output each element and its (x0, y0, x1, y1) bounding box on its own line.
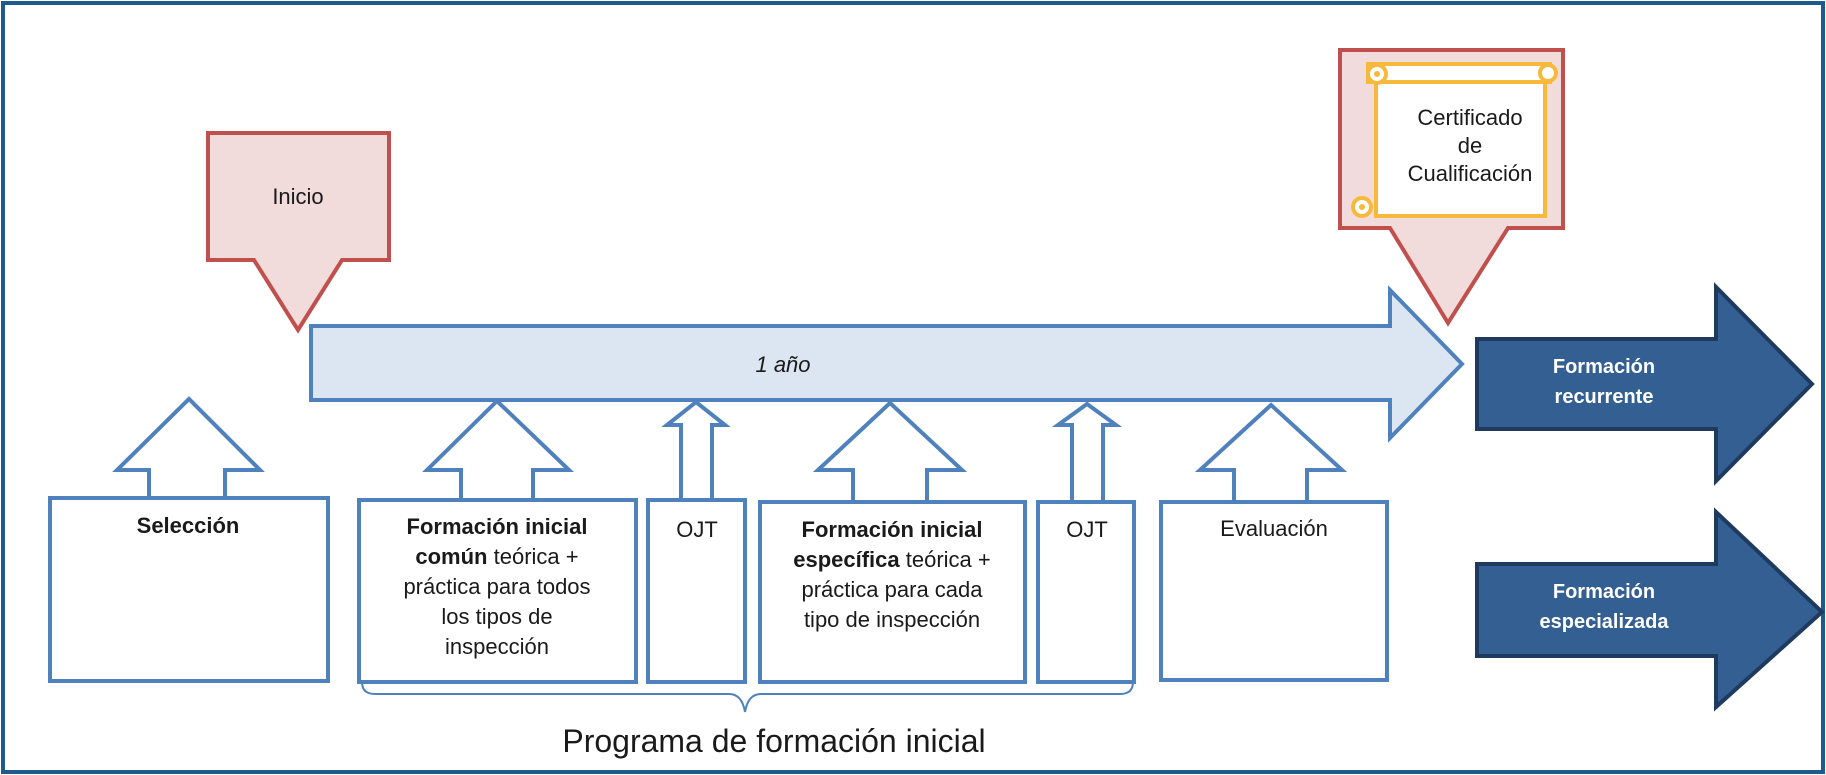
inicio-label: Inicio (272, 184, 323, 209)
seleccion-up-arrow (112, 396, 265, 500)
timeline-arrow (309, 285, 1465, 443)
evaluacion-up-arrow (1194, 402, 1348, 500)
ojt-1-box (646, 498, 747, 684)
programa-bracket (361, 681, 1134, 713)
certificado-line-2: de (1458, 133, 1482, 158)
inicio-down-arrow (206, 131, 391, 334)
certificado-line-1: Certificado (1417, 105, 1522, 130)
ojt-1-up-arrow (661, 399, 731, 500)
formacion-comun-box (357, 498, 638, 684)
formacion-especializada-arrow (1475, 507, 1825, 712)
formacion-comun-line-2: común teórica + (415, 544, 578, 569)
ojt-2-box (1036, 500, 1136, 684)
seleccion-box (48, 496, 330, 683)
ojt-2-label: OJT (1066, 517, 1108, 542)
seleccion-label: Selección (137, 513, 240, 538)
evaluacion-label: Evaluación (1220, 516, 1328, 541)
formacion-comun-line-5: inspección (445, 634, 549, 659)
formacion-especifica-up-arrow (812, 400, 968, 500)
formacion-especializada-line-2: especializada (1540, 611, 1670, 633)
formacion-comun-up-arrow (422, 398, 574, 500)
ojt-1-label: OJT (676, 517, 718, 542)
formacion-comun-line-3: práctica para todos (403, 574, 590, 599)
formacion-especifica-box (758, 500, 1027, 684)
formacion-recurrente-arrow (1475, 282, 1815, 486)
evaluacion-box (1159, 500, 1389, 682)
timeline-label: 1 año (755, 352, 810, 377)
formacion-especializada-line-1: Formación (1553, 581, 1655, 603)
formacion-recurrente-line-1: Formación (1553, 356, 1655, 378)
certificate-scroll-icon (1351, 62, 1558, 218)
formacion-especifica-line-1: Formación inicial (802, 517, 983, 542)
formacion-especifica-line-4: tipo de inspección (804, 607, 980, 632)
formacion-especifica-line-2: específica teórica + (793, 547, 991, 572)
formacion-especifica-line-3: práctica para cada (802, 577, 984, 602)
ojt-2-up-arrow (1051, 401, 1123, 500)
formacion-recurrente-line-2: recurrente (1555, 386, 1654, 408)
certificado-line-3: Cualificación (1408, 161, 1533, 186)
formacion-comun-line-4: los tipos de (441, 604, 552, 629)
programa-label: Programa de formación inicial (562, 723, 985, 759)
formacion-comun-line-1: Formación inicial (407, 514, 588, 539)
